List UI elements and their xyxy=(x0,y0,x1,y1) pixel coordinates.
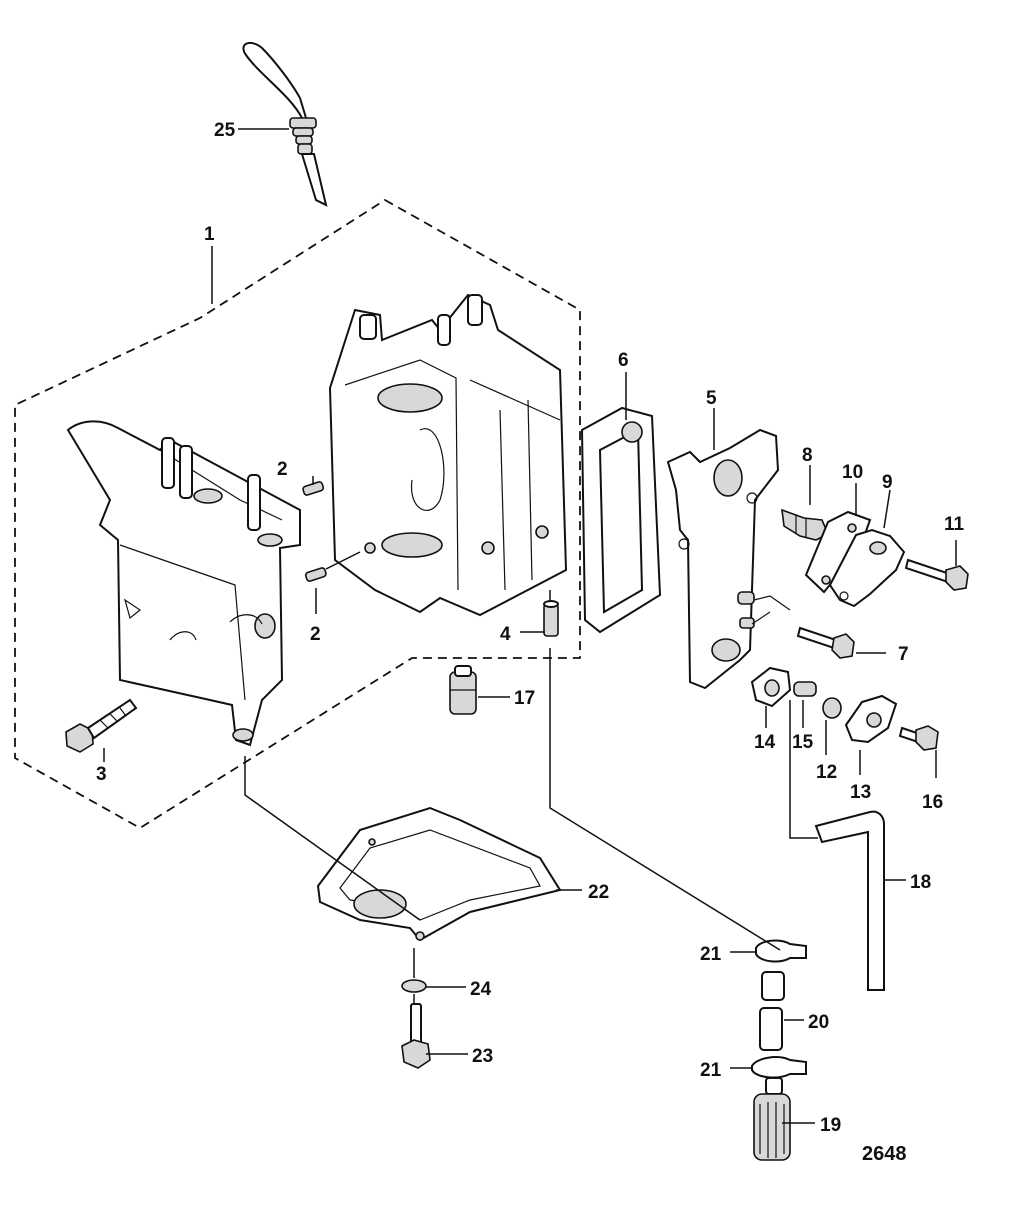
part-hose-20-short xyxy=(761,971,785,1001)
callout-21-lower: 21 xyxy=(700,1060,722,1081)
part-bolt-16 xyxy=(898,725,939,751)
callout-2-upper: 2 xyxy=(277,459,288,480)
callout-13: 13 xyxy=(850,782,871,803)
part-hose-20-long xyxy=(759,1007,783,1051)
callout-7: 7 xyxy=(898,644,909,665)
part-housing-9 xyxy=(828,528,906,608)
part-cover-plate-5 xyxy=(666,428,780,690)
leader-lines xyxy=(103,128,957,1124)
callout-9: 9 xyxy=(882,472,893,493)
callout-19: 19 xyxy=(820,1115,841,1136)
part-dipstick xyxy=(242,41,328,207)
callout-22: 22 xyxy=(588,882,609,903)
callout-21-upper: 21 xyxy=(700,944,722,965)
part-fitting-8 xyxy=(781,508,830,541)
part-fitting-15 xyxy=(793,681,817,697)
part-bolt-11 xyxy=(904,558,969,591)
callout-16: 16 xyxy=(922,792,943,813)
callout-2-lower: 2 xyxy=(310,624,321,645)
part-nipple-lower xyxy=(739,617,755,629)
callout-1: 1 xyxy=(204,224,215,245)
part-spacer-12 xyxy=(822,697,842,719)
callout-23: 23 xyxy=(472,1046,493,1067)
part-nipple-upper xyxy=(737,591,755,605)
part-fitting-17 xyxy=(449,665,477,715)
part-gasket-22 xyxy=(316,806,562,942)
callout-11: 11 xyxy=(944,514,965,535)
callout-5: 5 xyxy=(706,388,717,409)
callout-20: 20 xyxy=(808,1012,829,1033)
callout-6: 6 xyxy=(618,350,629,371)
part-clamp-21-upper xyxy=(755,939,807,963)
part-gasket-6 xyxy=(580,406,662,634)
callout-8: 8 xyxy=(802,445,813,466)
figure-number: 2648 xyxy=(862,1143,907,1165)
part-cylinder-block xyxy=(328,293,568,617)
part-crankcase-cover xyxy=(66,420,301,747)
part-fitting-4 xyxy=(543,600,559,637)
callout-18: 18 xyxy=(910,872,931,893)
part-bolt-23 xyxy=(401,1003,431,1069)
callout-15: 15 xyxy=(792,732,814,753)
callout-4: 4 xyxy=(500,624,511,645)
part-dowel-pin-lower xyxy=(304,567,327,582)
part-clamp-21-lower xyxy=(751,1056,807,1079)
callout-10: 10 xyxy=(842,462,863,483)
callout-17: 17 xyxy=(514,688,535,709)
part-bolt-3 xyxy=(65,698,138,753)
callout-24: 24 xyxy=(470,979,492,1000)
callout-14: 14 xyxy=(754,732,776,753)
callout-3: 3 xyxy=(96,764,107,785)
part-bolt-7 xyxy=(796,626,855,659)
callout-12: 12 xyxy=(816,762,837,783)
part-filter-19 xyxy=(753,1077,791,1161)
callout-25: 25 xyxy=(214,120,236,141)
part-washer-24 xyxy=(401,979,427,993)
part-hose-18 xyxy=(814,810,885,991)
part-dowel-pin-upper xyxy=(302,481,325,496)
